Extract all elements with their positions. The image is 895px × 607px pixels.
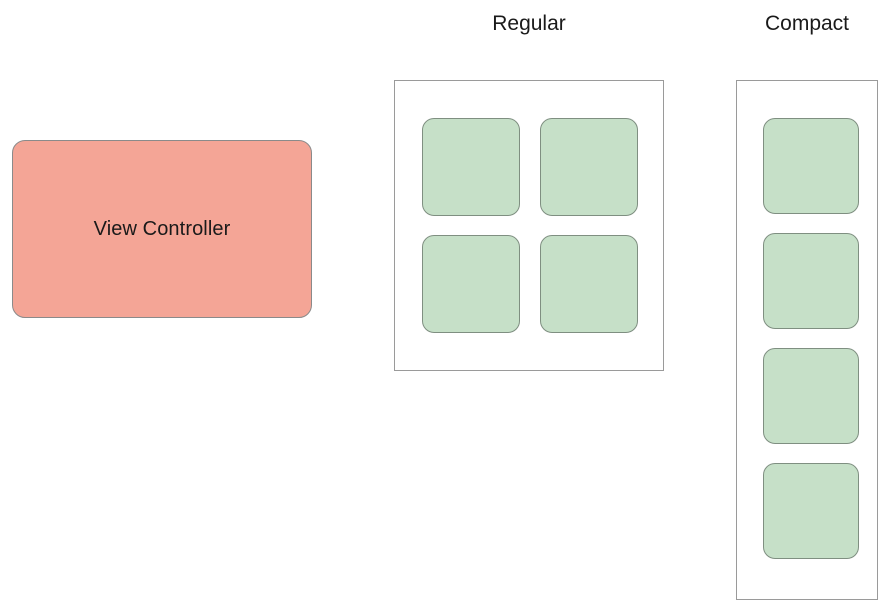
compact-size-class-container[interactable] (736, 80, 878, 600)
regular-tile-grid (422, 118, 638, 333)
column-title-compact: Compact (764, 12, 850, 35)
compact-tile-1[interactable] (763, 118, 859, 214)
compact-tile-2[interactable] (763, 233, 859, 329)
compact-tile-4[interactable] (763, 463, 859, 559)
regular-tile-4[interactable] (540, 235, 638, 333)
compact-tile-3[interactable] (763, 348, 859, 444)
view-controller-node[interactable]: View Controller (12, 140, 312, 318)
view-controller-label: View Controller (93, 217, 231, 240)
compact-tile-stack (763, 118, 859, 559)
regular-tile-3[interactable] (422, 235, 520, 333)
regular-tile-1[interactable] (422, 118, 520, 216)
regular-size-class-container[interactable] (394, 80, 664, 371)
column-title-regular: Regular (492, 12, 566, 35)
regular-tile-2[interactable] (540, 118, 638, 216)
